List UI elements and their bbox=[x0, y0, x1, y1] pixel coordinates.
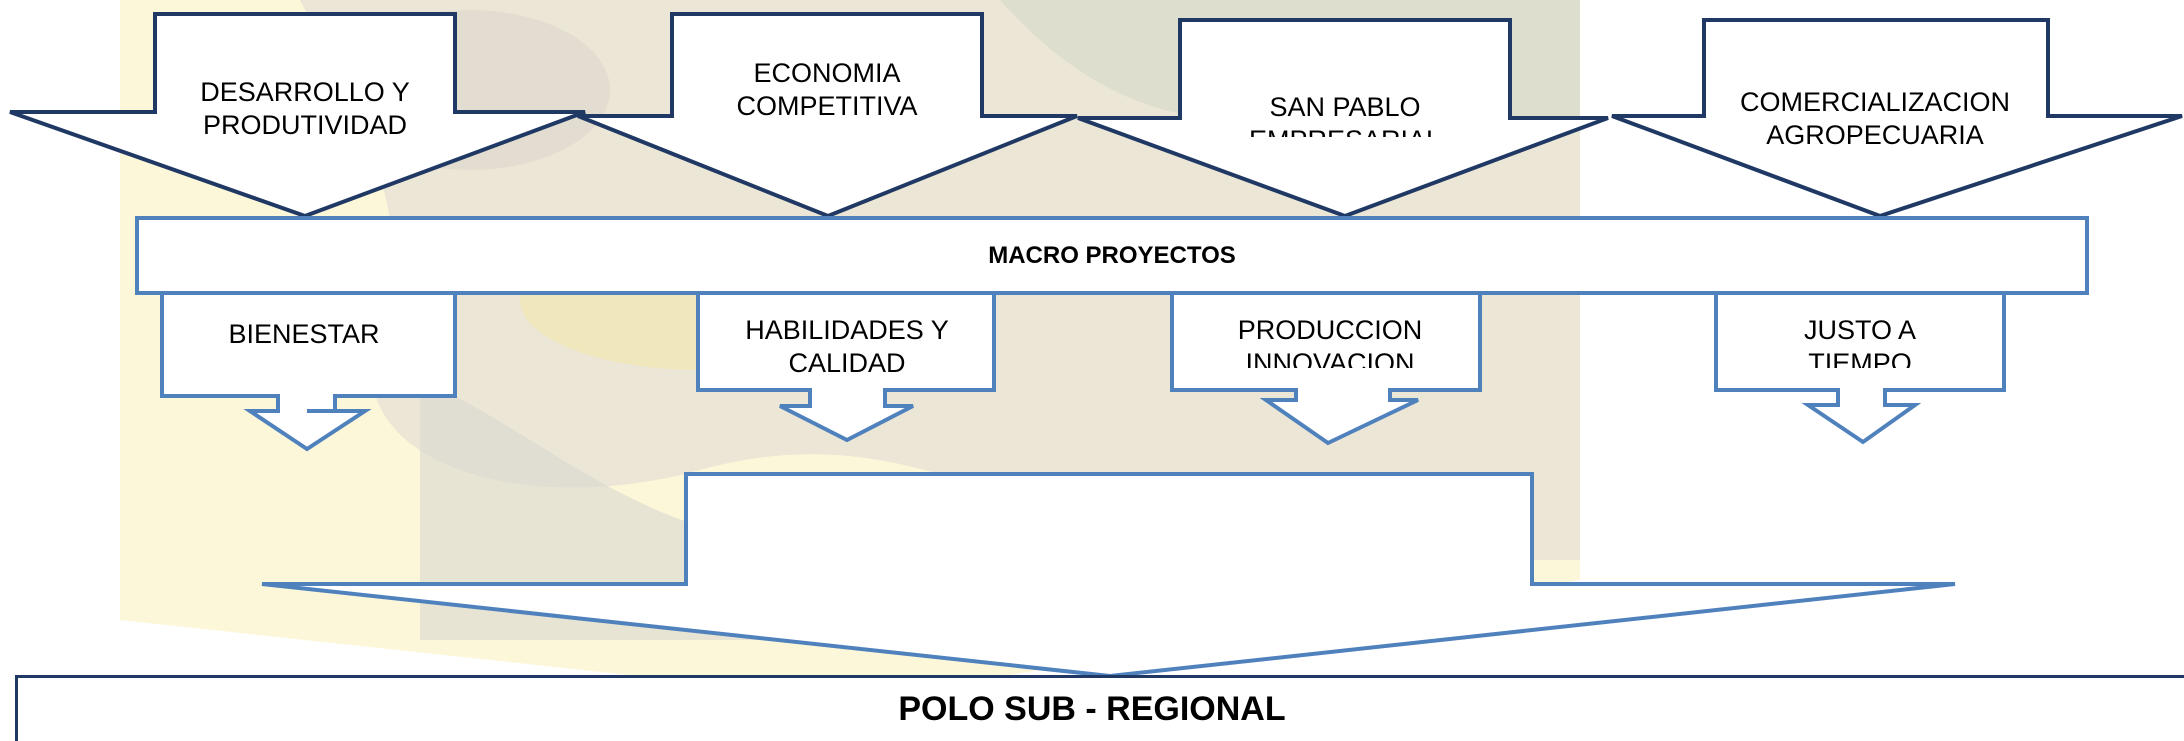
macro-projects-bar bbox=[135, 216, 2089, 295]
top-arrow-4-label: COMERCIALIZACION AGROPECUARIA bbox=[1739, 87, 2011, 150]
sub-arrow-3 bbox=[1170, 291, 1482, 446]
top-arrow-2-label: ECONOMIA COMPETITIVA bbox=[736, 58, 918, 121]
top-arrow-3-label: SAN PABLO EMPRESARIAL bbox=[1249, 92, 1441, 137]
top-arrow-3 bbox=[1077, 18, 1609, 219]
sub-arrow-3-label: PRODUCCION INNOVACION bbox=[1237, 315, 1423, 368]
sub-arrow-2 bbox=[696, 291, 996, 443]
convergence-arrow bbox=[261, 472, 1956, 679]
top-arrow-1-label: DESARROLLO Y PRODUTIVIDAD bbox=[200, 77, 410, 140]
sub-arrow-4 bbox=[1714, 291, 2006, 445]
polo-sub-regional-box bbox=[15, 675, 2184, 741]
top-arrow-2 bbox=[577, 12, 1078, 219]
polo-sub-regional-title: POLO SUB - REGIONAL bbox=[898, 690, 1286, 728]
macro-projects-label-box: MACRO PROYECTOS bbox=[137, 218, 2087, 293]
macro-projects-label: MACRO PROYECTOS bbox=[988, 242, 1236, 269]
top-arrow-4 bbox=[1611, 18, 2183, 219]
sub-arrow-1-label: BIENESTAR bbox=[228, 319, 380, 349]
top-arrow-1 bbox=[9, 12, 586, 219]
sub-arrow-1 bbox=[160, 291, 457, 452]
sub-arrow-2-label: HABILIDADES Y CALIDAD bbox=[745, 315, 949, 378]
sub-arrow-4-label: JUSTO A TIEMPO bbox=[1803, 315, 1917, 368]
